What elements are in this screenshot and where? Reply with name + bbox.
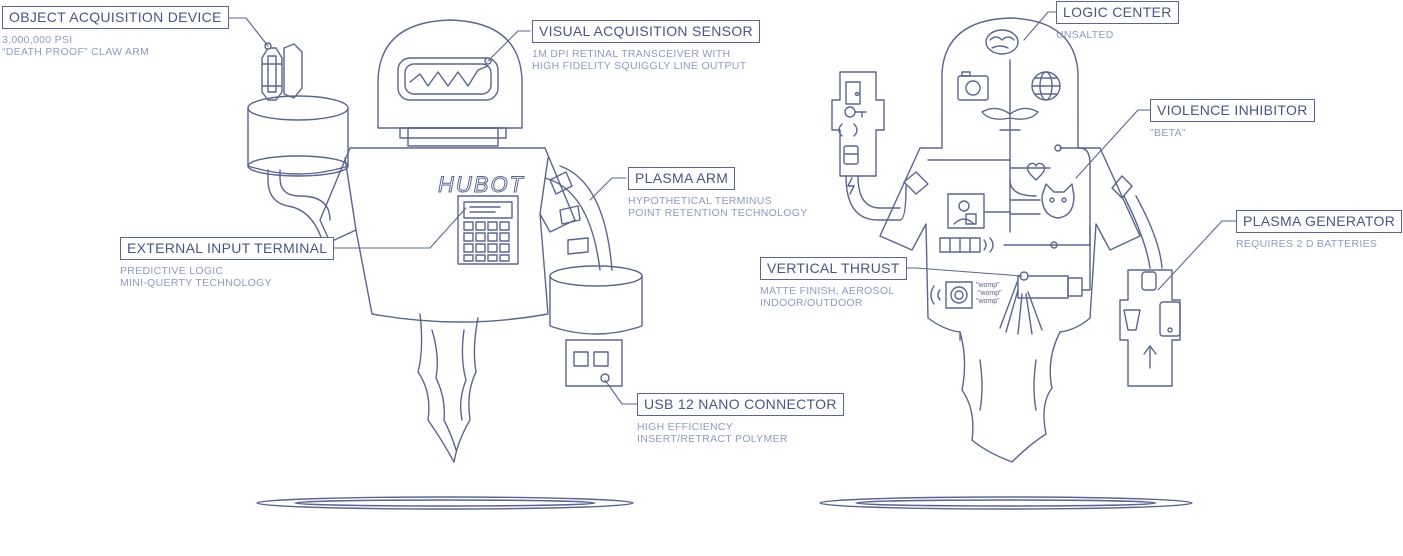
hubot-logo: HUBOT [438,172,525,197]
callout-title: EXTERNAL INPUT TERMINAL [120,237,335,260]
callout-subtitle: HIGH EFFICIENCY INSERT/RETRACT POLYMER [637,421,844,445]
callout-plasma-generator: PLASMA GENERATOR REQUIRES 2 D BATTERIES [1236,210,1403,250]
callout-line: REQUIRES 2 D BATTERIES [1236,238,1378,250]
right-robot: "womp" "womp" "womp" [819,17,1193,510]
right-flame [959,331,1061,463]
callout-title: VIOLENCE INHIBITOR [1150,99,1315,122]
callout-vertical-thrust: VERTICAL THRUST MATTE FINISH, AEROSOL IN… [760,257,907,309]
usb-connector [565,339,623,387]
cup-icon [1123,309,1141,331]
phone-icon [1159,301,1181,337]
right-right-panel [1119,269,1181,387]
cat-icon [1041,183,1075,219]
callout-line: MATTE FINISH, AEROSOL [760,285,895,297]
door-icon [845,81,861,105]
callout-visual-acquisition: VISUAL ACQUISITION SENSOR 1M DPI RETINAL… [532,20,760,72]
right-shadow [819,496,1193,510]
callout-line: POINT RETENTION TECHNOLOGY [628,207,808,219]
left-shadow [256,496,634,510]
left-head [377,19,523,129]
callout-title: USB 12 NANO CONNECTOR [637,393,844,416]
callout-subtitle: REQUIRES 2 D BATTERIES [1236,238,1402,250]
callout-title: VISUAL ACQUISITION SENSOR [532,20,760,43]
visual-sensor-visor [397,57,499,101]
battery-icon [843,145,859,165]
keypad-keys [463,221,510,262]
callout-subtitle: UNSALTED [1056,29,1179,41]
callout-title: VERTICAL THRUST [760,257,907,280]
callout-subtitle: HYPOTHETICAL TERMINUS POINT RETENTION TE… [628,195,808,219]
callout-line: PREDICTIVE LOGIC [120,265,224,277]
callout-subtitle: 3,000,000 PSI “DEATH PROOF” CLAW ARM [2,34,229,58]
right-left-panel [831,71,885,177]
callout-line: HIGH EFFICIENCY [637,421,734,433]
callout-subtitle: 1M DPI RETINAL TRANSCEIVER WITH HIGH FID… [532,48,760,72]
callout-title: PLASMA ARM [628,167,736,190]
callout-subtitle: MATTE FINISH, AEROSOL INDOOR/OUTDOOR [760,285,907,309]
callout-title: LOGIC CENTER [1056,1,1179,24]
callout-plasma-arm: PLASMA ARM HYPOTHETICAL TERMINUS POINT R… [628,167,808,219]
callout-line: HIGH FIDELITY SQUIGGLY LINE OUTPUT [532,60,747,72]
womp-2: "womp" [978,290,1002,297]
lightning-icon [847,177,855,195]
left-robot: HUBOT [247,19,643,510]
right-torso [879,119,1141,341]
womp-1: "womp" [976,282,1000,289]
callout-subtitle: PREDICTIVE LOGIC MINI-QUERTY TECHNOLOGY [120,265,334,289]
usb-icon [1143,345,1157,369]
callout-line: “DEATH PROOF” CLAW ARM [2,46,150,58]
callout-line: 1M DPI RETINAL TRANSCEIVER WITH [532,48,731,60]
callout-line: 3,000,000 PSI [2,34,73,46]
callout-violence-inhibitor: VIOLENCE INHIBITOR "BETA" [1150,99,1315,139]
left-flame [417,313,479,463]
film-icon [939,237,981,253]
squiggly-line [409,65,489,87]
left-torso [319,147,576,323]
heart-icon [1026,162,1046,181]
camera-icon [957,71,989,101]
callout-line: MINI-QUERTY TECHNOLOGY [120,277,272,289]
callout-line: HYPOTHETICAL TERMINUS [628,195,772,207]
claw [261,42,303,101]
profile-card [947,193,985,229]
callout-external-input: EXTERNAL INPUT TERMINAL PREDICTIVE LOGIC… [120,237,335,289]
globe-icon [1031,71,1061,101]
claw-arm [267,169,331,241]
leader-lines [221,11,1237,405]
callout-object-acquisition: OBJECT ACQUISITION DEVICE 3,000,000 PSI … [2,6,229,58]
callout-usb: USB 12 NANO CONNECTOR HIGH EFFICIENCY IN… [637,393,844,445]
plasma-arm [544,165,613,271]
callout-line: INSERT/RETRACT POLYMER [637,433,788,445]
callout-subtitle: "BETA" [1150,127,1315,139]
brain-icon [985,29,1019,55]
callout-title: PLASMA GENERATOR [1236,210,1403,233]
keypad-terminal [457,195,519,265]
womp-3: "womp" [976,298,1000,305]
battery-icon-2 [1141,271,1157,291]
callout-line: "BETA" [1150,127,1186,139]
right-head [941,17,1079,121]
callout-title: OBJECT ACQUISITION DEVICE [2,6,229,29]
callout-logic-center: LOGIC CENTER UNSALTED [1056,1,1179,41]
callout-line: INDOOR/OUTDOOR [760,297,863,309]
speaker-icon [930,281,973,309]
key-icon [844,106,867,118]
callout-line: UNSALTED [1056,29,1114,41]
